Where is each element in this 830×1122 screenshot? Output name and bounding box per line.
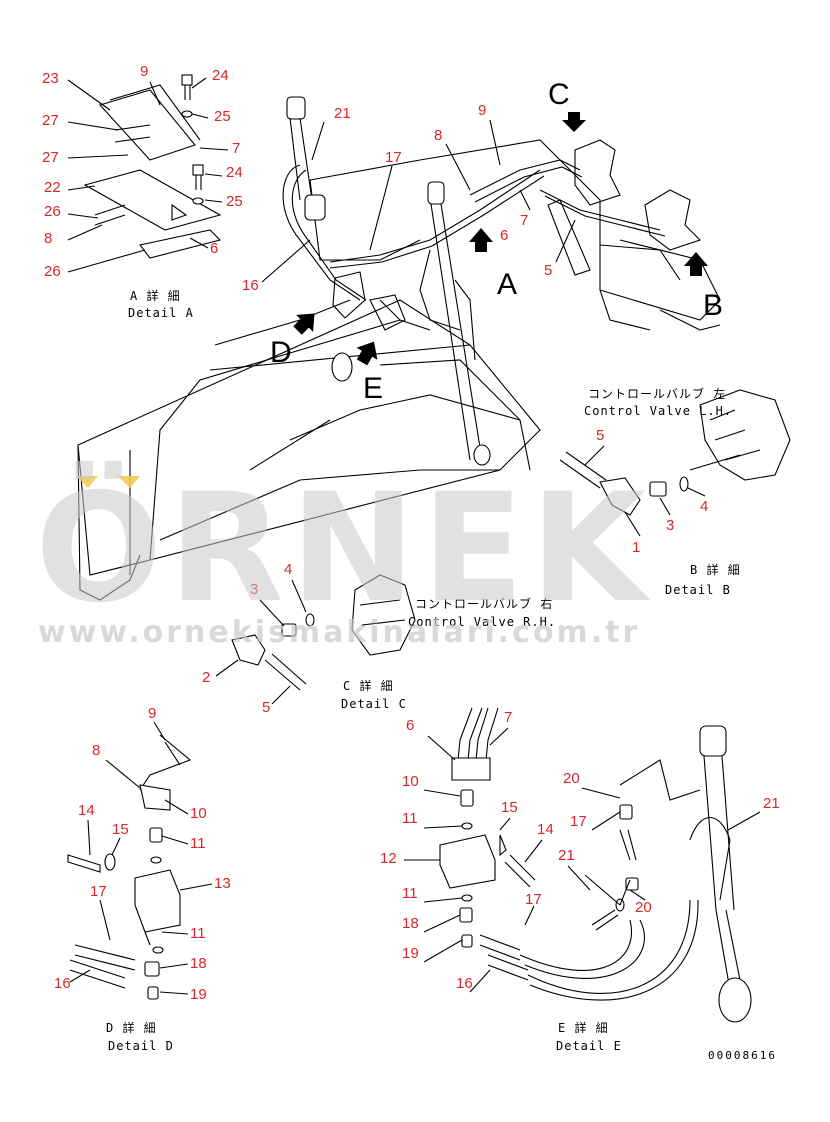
callout-e-20: 20 [563,770,580,787]
detail-d-drawing: 9 8 14 15 10 11 17 13 11 18 16 19 D 詳 細 … [54,705,231,1053]
callout-e-6: 6 [406,717,414,734]
callout-main-16: 16 [242,277,259,294]
main-assembly-drawing: C A B D E 21 17 16 8 9 7 6 5 [77,78,723,601]
callout-e-12: 12 [380,850,397,867]
detail-e-caption-jp: E 詳 細 [558,1020,609,1035]
callout-c-4: 4 [284,561,292,578]
callout-a-27: 27 [42,112,59,129]
view-letter-e: E [363,372,383,405]
callout-d-10: 10 [190,805,207,822]
watermark: ÖRNEK www.ornekismakinalari.com.tr [35,460,652,650]
callout-c-5: 5 [262,699,270,716]
callout-a-26b: 26 [44,263,61,280]
callout-d-16: 16 [54,975,71,992]
callout-e-17b: 17 [570,813,587,830]
callout-d-8: 8 [92,742,100,759]
callout-e-20b: 20 [635,899,652,916]
callout-d-19: 19 [190,986,207,1003]
callout-d-9: 9 [148,705,156,722]
callout-main-9: 9 [478,102,486,119]
callout-e-10: 10 [402,773,419,790]
detail-d-caption-en: Detail D [108,1039,174,1053]
control-valve-lh-en: Control Valve L.H. [584,404,732,418]
view-letter-a: A [497,268,517,301]
detail-c-caption-en: Detail C [341,697,407,711]
callout-main-6: 6 [500,227,508,244]
control-valve-rh-en: Control Valve R.H. [408,615,556,629]
control-valve-rh-jp: コントロールバルブ 右 [415,596,553,611]
detail-b-caption-en: Detail B [665,583,731,597]
view-letter-c: C [548,78,570,111]
callout-a-23: 23 [42,70,59,87]
callout-a-9: 9 [140,63,148,80]
detail-d-caption-jp: D 詳 細 [106,1020,157,1035]
callout-a-26: 26 [44,203,61,220]
callout-e-18: 18 [402,915,419,932]
detail-b-drawing: コントロールバルブ 左 Control Valve L.H. 5 4 3 1 B… [559,386,791,597]
view-letter-d: D [270,336,292,369]
callout-e-17: 17 [525,891,542,908]
callout-b-3: 3 [666,517,674,534]
callout-e-16: 16 [456,975,473,992]
callout-a-7: 7 [232,140,240,157]
detail-b-caption-jp: B 詳 細 [690,562,741,577]
callout-e-21: 21 [558,847,575,864]
callout-d-18: 18 [190,955,207,972]
callout-d-15: 15 [112,821,129,838]
callout-a-25b: 25 [226,193,243,210]
callout-a-8: 8 [44,230,52,247]
callout-main-17: 17 [385,149,402,166]
callout-b-4: 4 [700,498,708,515]
callout-d-13: 13 [214,875,231,892]
detail-a-caption-jp: A 詳 細 [130,288,181,303]
callout-e-15: 15 [501,799,518,816]
detail-a-caption-en: Detail A [128,306,194,320]
callout-c-3: 3 [250,581,258,598]
callout-a-27b: 27 [42,149,59,166]
detail-e-caption-en: Detail E [556,1039,622,1053]
callout-e-14: 14 [537,821,554,838]
callout-a-22: 22 [44,179,61,196]
callout-d-17: 17 [90,883,107,900]
detail-c-caption-jp: C 詳 細 [343,678,394,693]
callout-main-21: 21 [334,105,351,122]
callout-b-1: 1 [632,539,640,556]
callout-main-8: 8 [434,127,442,144]
callout-e-11: 11 [402,810,418,827]
callout-e-19: 19 [402,945,419,962]
callout-a-25: 25 [214,108,231,125]
callout-e-11b: 11 [402,885,418,902]
callout-e-21b: 21 [763,795,780,812]
watermark-brand: ÖRNEK [35,460,652,636]
callout-main-7: 7 [520,212,528,229]
document-number: 00008616 [708,1049,777,1062]
callout-d-11: 11 [190,835,206,852]
view-letter-b: B [703,289,723,322]
callout-e-7: 7 [504,709,512,726]
callout-d-14: 14 [78,802,95,819]
detail-a-drawing: 23 9 24 27 25 27 7 22 24 25 26 8 6 26 A … [42,63,243,320]
callout-a-24: 24 [212,67,229,84]
detail-c-drawing: コントロールバルブ 右 Control Valve R.H. 4 3 2 5 C… [202,561,556,716]
control-valve-lh-jp: コントロールバルブ 左 [588,386,726,401]
callout-a-6: 6 [210,240,218,257]
callout-b-5: 5 [596,427,604,444]
callout-main-5: 5 [544,262,552,279]
callout-a-24b: 24 [226,164,243,181]
watermark-url: www.ornekismakinalari.com.tr [38,615,640,650]
detail-e-drawing: 6 7 10 11 15 14 12 11 17 18 19 16 20 17 … [380,707,780,1053]
callout-c-2: 2 [202,669,210,686]
callout-d-11b: 11 [190,925,206,942]
